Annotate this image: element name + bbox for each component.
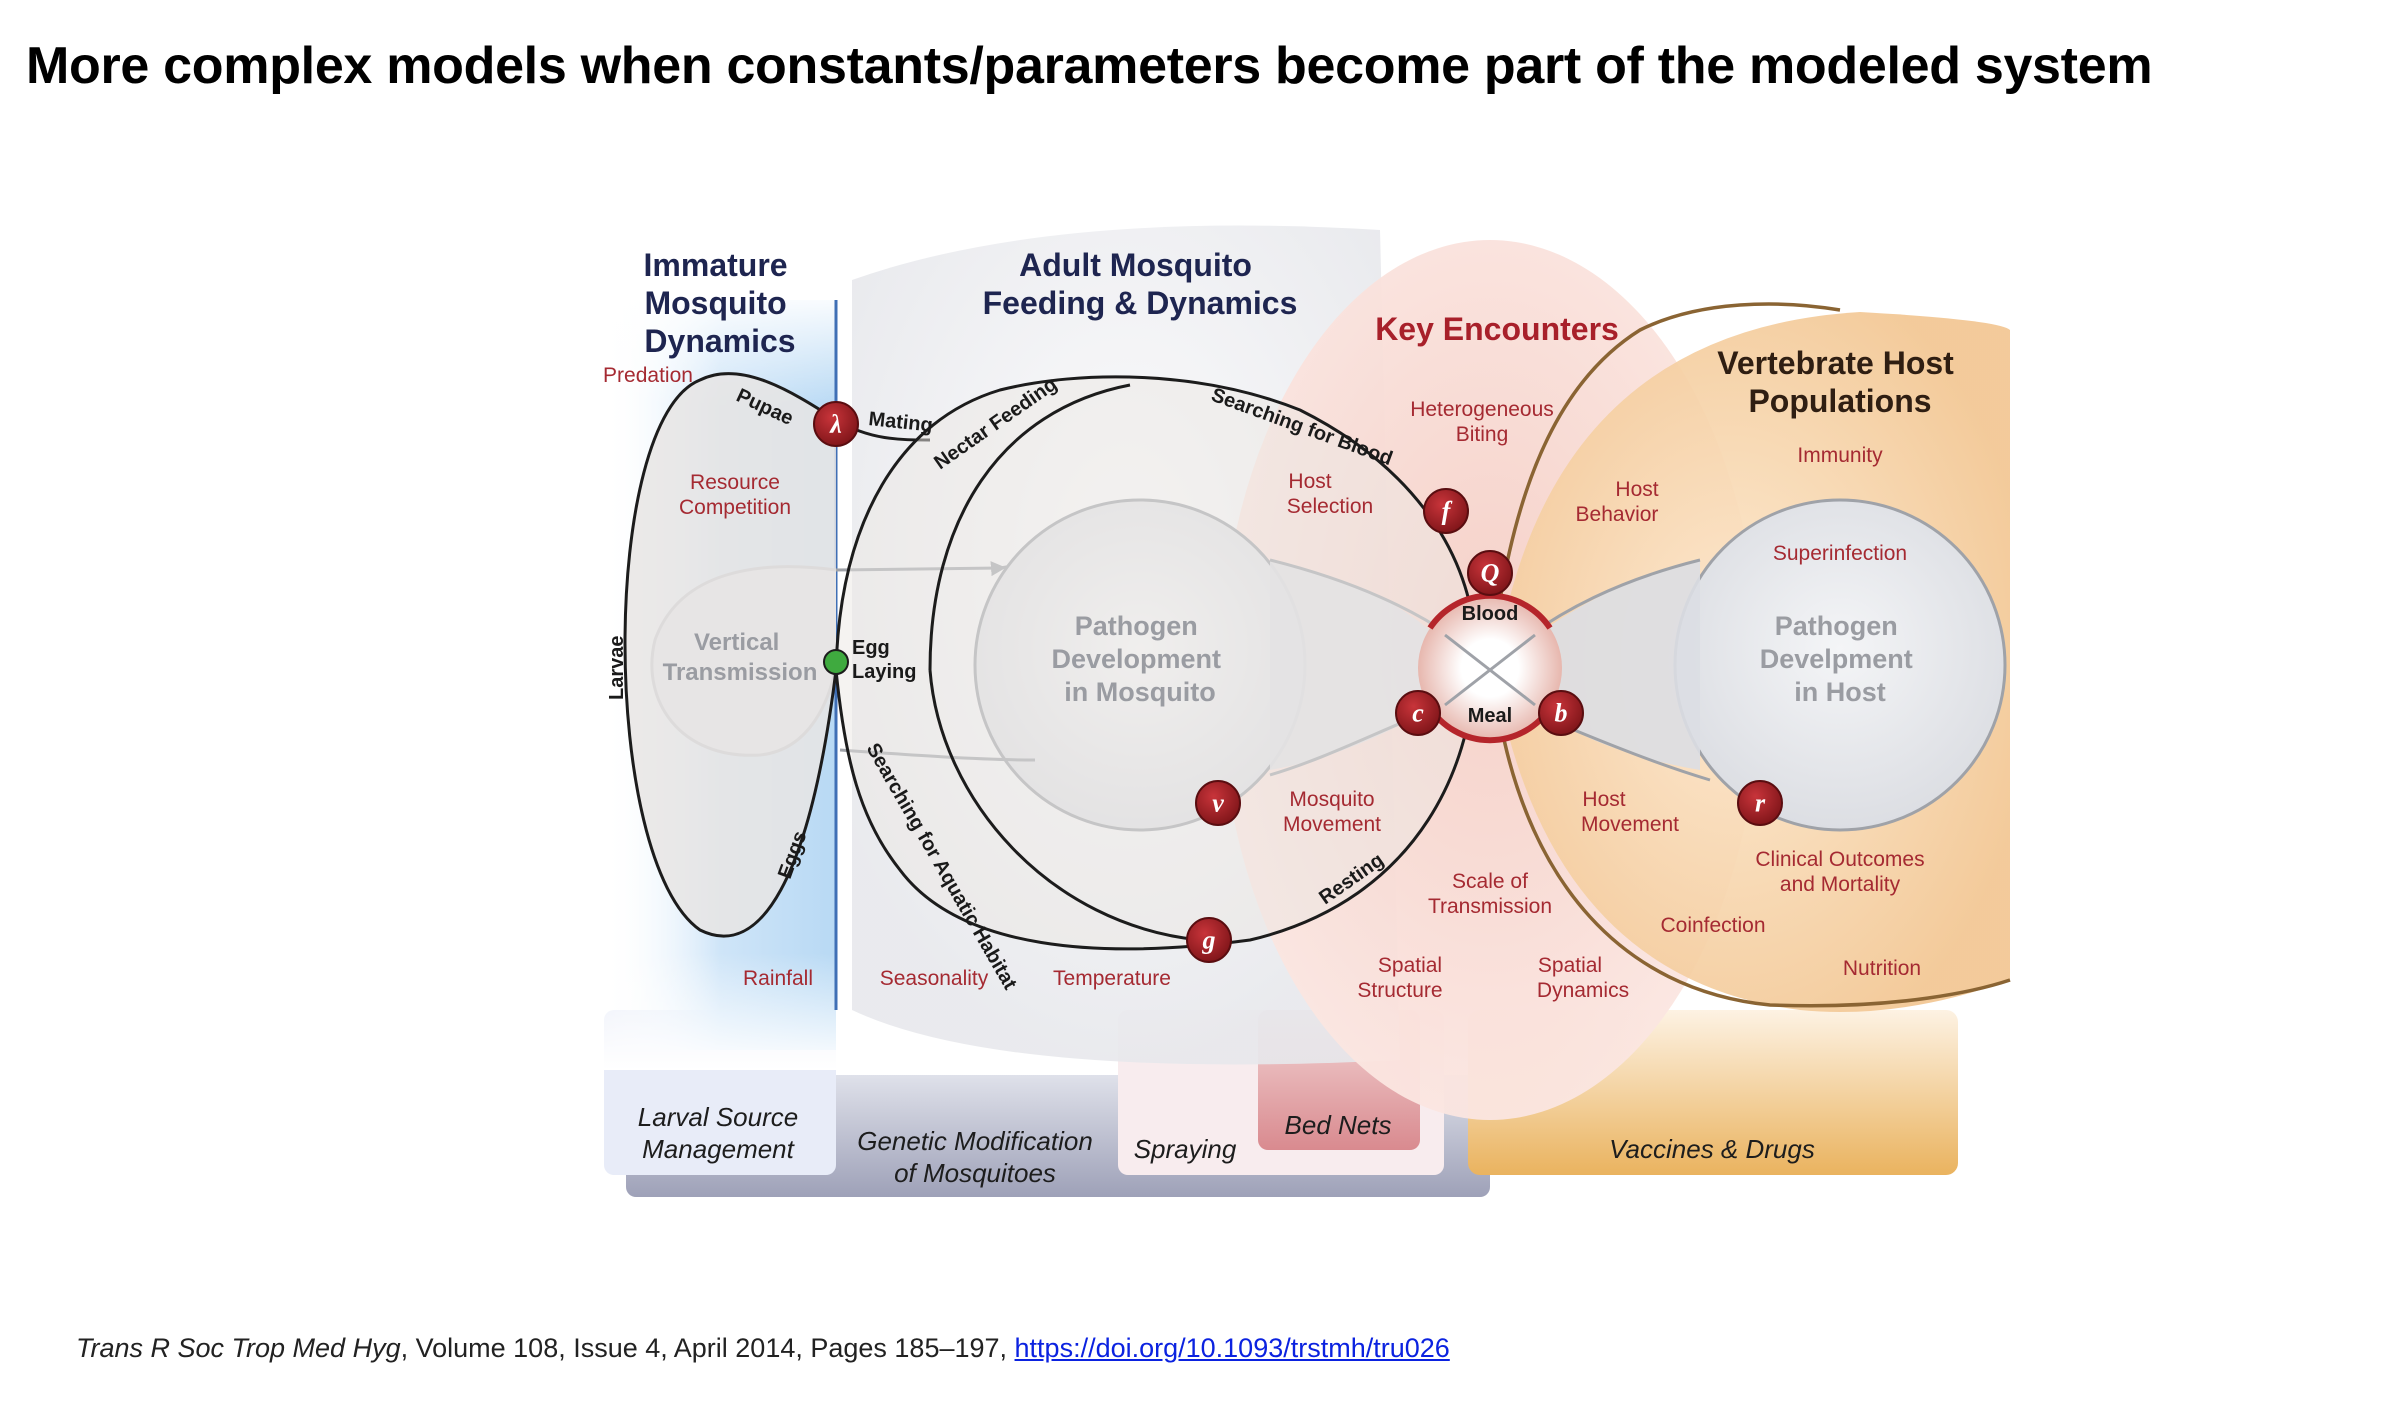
bed-nets-label: Bed Nets xyxy=(1285,1110,1392,1140)
param-lambda: λ xyxy=(813,401,859,447)
svg-text:c: c xyxy=(1412,699,1424,728)
egg-laying-label: Egg Laying xyxy=(852,637,916,683)
section-titles: Immature Mosquito Dynamics Adult Mosquit… xyxy=(644,247,1962,419)
param-v: v xyxy=(1195,780,1241,826)
param-b: b xyxy=(1538,690,1584,736)
svg-text:g: g xyxy=(1202,926,1216,955)
pathogen-labels: Vertical Transmission Pathogen Developme… xyxy=(663,611,1921,707)
adult-title: Adult Mosquito Feeding & Dynamics xyxy=(983,247,1298,321)
pathogen-mosquito-label: Pathogen Development in Mosquito xyxy=(1051,611,1228,707)
factor-predation: Predation xyxy=(603,364,693,387)
svg-text:b: b xyxy=(1555,699,1568,728)
lifecycle-flows xyxy=(623,302,2011,1008)
factor-coinfection: Coinfection xyxy=(1660,914,1765,937)
vertebrate-title: Vertebrate Host Populations xyxy=(1717,345,1962,419)
svg-text:v: v xyxy=(1212,789,1224,818)
larvae-label: Larvae xyxy=(606,636,628,701)
vaccines-drugs-label: Vaccines & Drugs xyxy=(1609,1134,1815,1164)
doi-link[interactable]: https://doi.org/10.1093/trstmh/tru026 xyxy=(1014,1333,1450,1363)
param-Q: Q xyxy=(1467,550,1513,596)
factor-superinfection: Superinfection xyxy=(1773,542,1907,565)
citation: Trans R Soc Trop Med Hyg, Volume 108, Is… xyxy=(76,1333,1450,1364)
meal-label: Meal xyxy=(1468,705,1512,727)
parameters: λ f Q c b v g r xyxy=(813,401,1783,963)
immature-title: Immature Mosquito Dynamics xyxy=(644,247,797,359)
slide-title: More complex models when constants/param… xyxy=(26,37,2153,95)
svg-text:Q: Q xyxy=(1481,559,1500,588)
param-g: g xyxy=(1186,917,1232,963)
citation-details: , Volume 108, Issue 4, April 2014, Pages… xyxy=(400,1333,1015,1363)
immature-loop xyxy=(623,372,838,938)
factor-immunity: Immunity xyxy=(1797,444,1883,467)
svg-text:f: f xyxy=(1442,497,1453,526)
egg-laying-node xyxy=(823,649,849,675)
citation-journal: Trans R Soc Trop Med Hyg xyxy=(76,1333,401,1363)
svg-text:r: r xyxy=(1755,789,1766,818)
pathogen-host-label: Pathogen Develpment in Host xyxy=(1760,611,1921,707)
blood-label: Blood xyxy=(1462,603,1519,625)
vertical-transmission-label: Vertical Transmission xyxy=(663,629,818,686)
param-r: r xyxy=(1737,780,1783,826)
factor-rainfall: Rainfall xyxy=(743,967,813,990)
param-f: f xyxy=(1423,488,1469,534)
param-c: c xyxy=(1395,690,1441,736)
factor-temperature: Temperature xyxy=(1053,967,1171,990)
svg-text:λ: λ xyxy=(829,410,842,439)
blood-meal-circle xyxy=(1418,596,1562,740)
key-encounters-title: Key Encounters xyxy=(1375,311,1619,347)
factor-nutrition: Nutrition xyxy=(1843,957,1921,980)
factor-seasonality: Seasonality xyxy=(880,967,989,990)
spraying-label: Spraying xyxy=(1134,1134,1237,1164)
